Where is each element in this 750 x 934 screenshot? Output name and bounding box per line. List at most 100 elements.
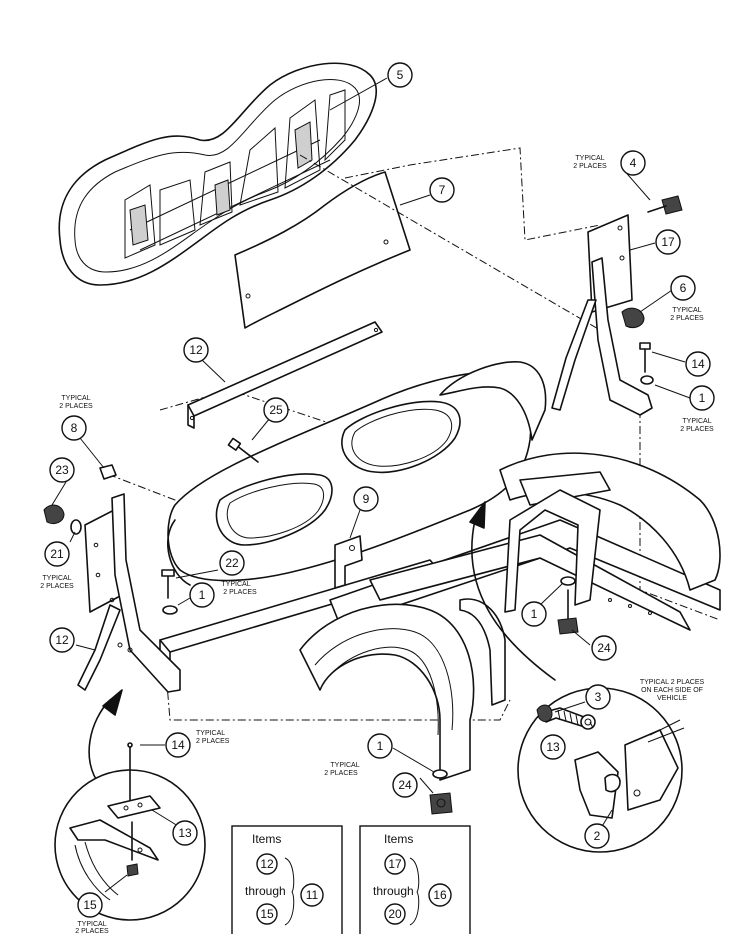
svg-text:2: 2 <box>594 829 601 843</box>
note-each-side-l3: VEHICLE <box>657 695 687 702</box>
svg-text:3: 3 <box>595 690 602 704</box>
callout-14: 14 <box>685 351 711 377</box>
callout-9: 9 <box>353 486 379 512</box>
note-typical-6-l2: 2 PLACES <box>670 315 704 322</box>
callout-14b: 14 <box>165 732 191 758</box>
legend-2-title: Items <box>384 832 413 846</box>
legend-box-1: Items 12 through 15 11 <box>231 825 343 934</box>
svg-text:12: 12 <box>55 633 69 647</box>
svg-text:23: 23 <box>55 463 69 477</box>
svg-text:1: 1 <box>199 588 206 602</box>
legend-1-to: 15 <box>256 903 278 925</box>
callout-7: 7 <box>429 177 455 203</box>
seat-back-panel <box>234 171 411 329</box>
legend-1-assembly: 11 <box>300 883 324 907</box>
note-typical-8-l2: 2 PLACES <box>59 403 93 410</box>
svg-text:12: 12 <box>189 343 203 357</box>
legend-2-assembly: 16 <box>428 883 452 907</box>
right-seat-bracket <box>551 195 683 416</box>
legend-1-through: through <box>245 884 286 898</box>
callout-4: 4 <box>620 150 646 176</box>
rear-fender <box>299 598 506 781</box>
callout-1b: 1 <box>189 582 215 608</box>
svg-text:24: 24 <box>597 641 611 655</box>
svg-text:7: 7 <box>439 183 446 197</box>
callout-13: 13 <box>540 734 566 760</box>
callout-2: 2 <box>584 823 610 849</box>
note-typical-22-l1: TYPICAL <box>221 581 250 588</box>
note-typical-21-l2: 2 PLACES <box>40 583 74 590</box>
detail-view-left <box>54 742 206 921</box>
legend-1-title: Items <box>252 832 281 846</box>
svg-text:25: 25 <box>269 403 283 417</box>
note-typical-14-l1: TYPICAL <box>196 730 225 737</box>
svg-text:17: 17 <box>661 235 675 249</box>
callout-23: 23 <box>49 457 75 483</box>
callout-6: 6 <box>670 275 696 301</box>
svg-text:1: 1 <box>699 391 706 405</box>
note-typical-21-l1: TYPICAL <box>42 575 71 582</box>
leader-lines <box>51 77 691 893</box>
svg-text:12: 12 <box>260 857 274 871</box>
callout-12: 12 <box>183 337 209 363</box>
note-typical-1d-l1: TYPICAL <box>330 762 359 769</box>
svg-text:5: 5 <box>397 68 404 82</box>
svg-text:24: 24 <box>398 778 412 792</box>
upper-channel <box>187 321 383 417</box>
note-typical-8-l1: TYPICAL <box>61 395 90 402</box>
svg-text:9: 9 <box>363 492 370 506</box>
center-bracket <box>334 535 363 589</box>
note-each-side-l1: TYPICAL 2 PLACES <box>640 679 705 686</box>
callout-12b: 12 <box>49 627 75 653</box>
note-typical-15-l2: 2 PLACES <box>75 928 109 934</box>
svg-text:13: 13 <box>546 740 560 754</box>
callout-5: 5 <box>387 62 413 88</box>
svg-text:11: 11 <box>306 888 319 902</box>
callout-1: 1 <box>689 385 715 411</box>
note-typical-1d-l2: 2 PLACES <box>324 770 358 777</box>
right-hardware <box>429 489 601 815</box>
legend-1-from: 12 <box>256 853 278 875</box>
svg-text:4: 4 <box>630 156 637 170</box>
svg-text:1: 1 <box>377 739 384 753</box>
svg-text:1: 1 <box>531 607 538 621</box>
callout-1d: 1 <box>367 733 393 759</box>
callout-15: 15 <box>77 892 103 918</box>
note-typical-1-l1: TYPICAL <box>682 418 711 425</box>
callout-3: 3 <box>585 684 611 710</box>
svg-text:15: 15 <box>83 898 97 912</box>
svg-text:13: 13 <box>178 826 192 840</box>
callout-17: 17 <box>655 229 681 255</box>
svg-text:14: 14 <box>171 738 185 752</box>
svg-text:17: 17 <box>388 857 402 871</box>
legend-2-through: through <box>373 884 414 898</box>
callout-22: 22 <box>219 550 245 576</box>
svg-text:14: 14 <box>691 357 705 371</box>
callout-8: 8 <box>61 415 87 441</box>
callout-24b: 24 <box>392 772 418 798</box>
legend-box-2: Items 17 through 20 16 <box>359 825 471 934</box>
callout-21: 21 <box>44 541 70 567</box>
callout-25: 25 <box>263 397 289 423</box>
note-each-side-l2: ON EACH SIDE OF <box>641 687 703 694</box>
note-typical-15-l1: TYPICAL <box>77 921 106 928</box>
callout-24: 24 <box>591 635 617 661</box>
detail-arrow-left <box>88 699 111 786</box>
svg-text:20: 20 <box>388 907 402 921</box>
svg-text:6: 6 <box>680 281 687 295</box>
left-seat-bracket <box>43 437 259 693</box>
callout-1c: 1 <box>521 601 547 627</box>
svg-text:21: 21 <box>50 547 64 561</box>
seat-back-assembly <box>58 62 377 286</box>
note-typical-4-l1: TYPICAL <box>575 155 604 162</box>
svg-text:15: 15 <box>260 907 274 921</box>
legend-2-to: 20 <box>384 903 406 925</box>
note-typical-6-l1: TYPICAL <box>672 307 701 314</box>
seat-bottom-body <box>167 361 547 586</box>
note-typical-1-l2: 2 PLACES <box>680 426 714 433</box>
svg-text:22: 22 <box>225 556 239 570</box>
note-typical-14-l2: 2 PLACES <box>196 738 230 745</box>
note-typical-4-l2: 2 PLACES <box>573 163 607 170</box>
